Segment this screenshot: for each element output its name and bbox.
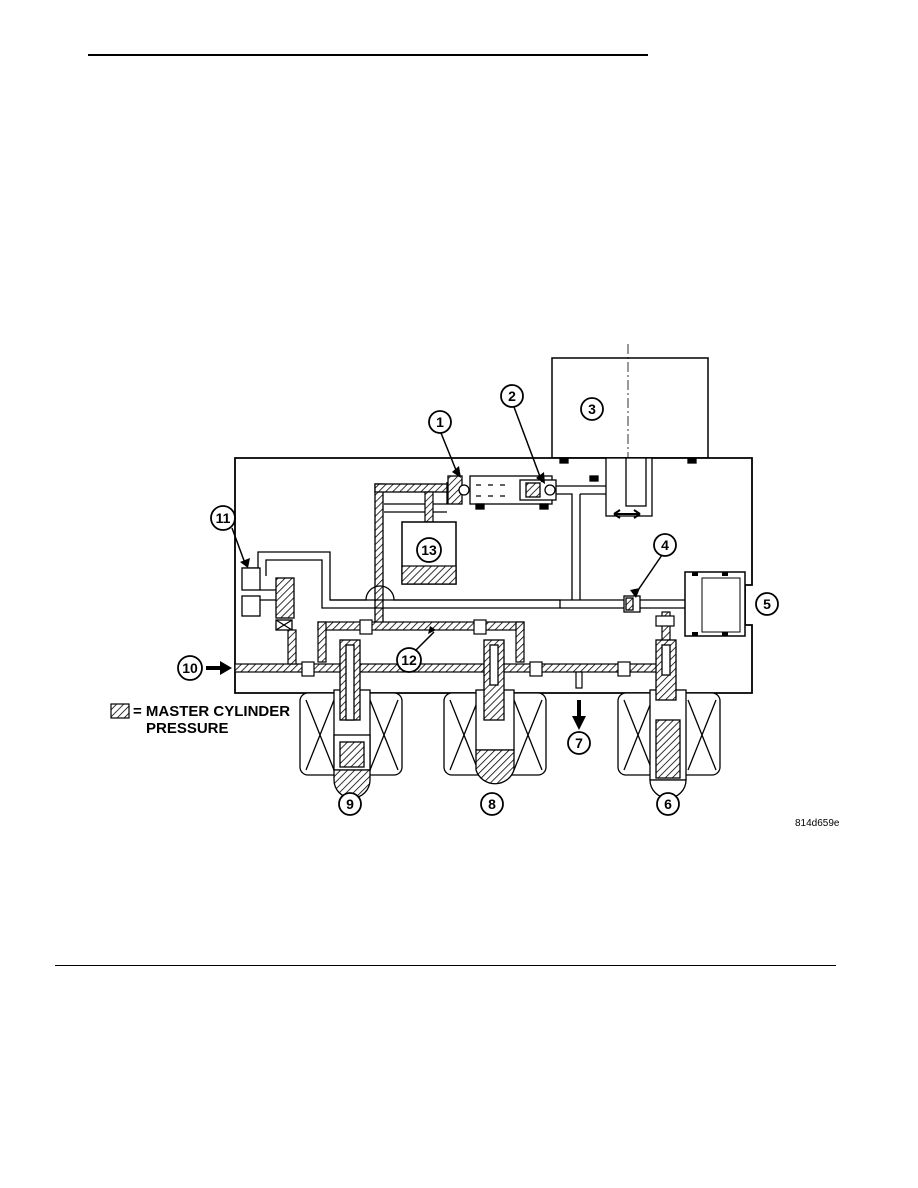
callout-1-text: 1	[436, 414, 444, 430]
legend-line-2: PRESSURE	[146, 720, 229, 737]
callout-11: 11	[210, 505, 236, 531]
callout-2: 2	[500, 384, 524, 408]
solenoid-9	[299, 639, 403, 799]
callout-4: 4	[653, 533, 677, 557]
callout-10: 10	[177, 655, 203, 681]
callout-12: 12	[396, 647, 422, 673]
legend-line-1: = MASTER CYLINDER	[133, 703, 290, 720]
solenoid-8	[443, 639, 547, 785]
callout-3-text: 3	[588, 401, 596, 417]
component-5-pump	[684, 571, 746, 637]
header-rule	[88, 54, 648, 56]
component-13-accumulator	[401, 491, 457, 585]
callout-3: 3	[580, 397, 604, 421]
callout-10-text: 10	[182, 660, 198, 676]
arrow-7-outlet	[572, 700, 586, 730]
callout-1: 1	[428, 410, 452, 434]
figure-id: 814d659e	[795, 818, 840, 829]
callout-13: 13	[416, 537, 442, 563]
callout-7-text: 7	[575, 735, 583, 751]
callout-8-text: 8	[488, 796, 496, 812]
callout-11-text: 11	[216, 510, 231, 526]
component-3-box	[551, 344, 709, 460]
leader-arrowheads	[240, 466, 640, 634]
arrow-10-inlet	[206, 661, 232, 675]
callout-12-text: 12	[401, 652, 417, 668]
callout-9: 9	[338, 792, 362, 816]
callout-4-text: 4	[661, 537, 669, 553]
middle-passage	[330, 585, 685, 613]
callout-13-text: 13	[421, 542, 437, 558]
callout-2-text: 2	[508, 388, 516, 404]
callout-5-text: 5	[763, 596, 771, 612]
footer-rule	[55, 965, 836, 966]
callout-5: 5	[755, 592, 779, 616]
callout-7: 7	[567, 731, 591, 755]
callout-9-text: 9	[346, 796, 354, 812]
callout-8: 8	[480, 792, 504, 816]
solenoid-6	[617, 639, 721, 799]
legend-hatch-swatch	[110, 703, 130, 719]
upper-passages	[374, 457, 697, 625]
callout-6-text: 6	[664, 796, 672, 812]
callout-6: 6	[656, 792, 680, 816]
